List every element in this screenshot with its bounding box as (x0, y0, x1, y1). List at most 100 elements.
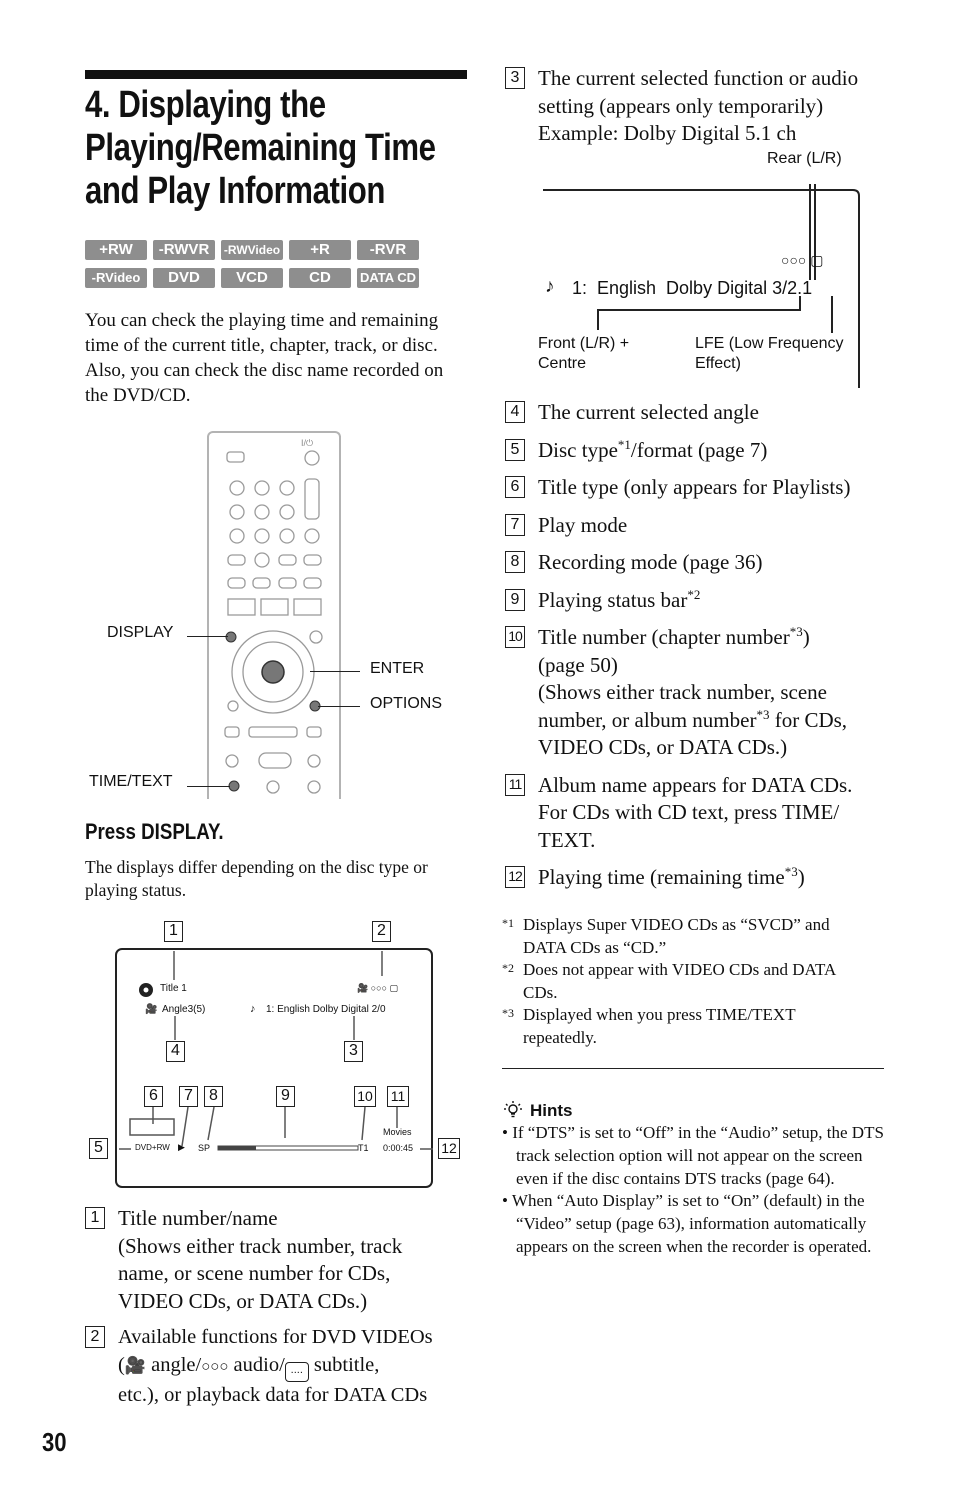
badge-minus-r-video: -RVideo (85, 268, 147, 288)
item-number: 11 (505, 773, 525, 796)
footnote-1: *1 Displays Super VIDEO CDs as “SVCD” an… (502, 915, 830, 957)
hint-item: • If “DTS” is set to “Off” in the “Audio… (502, 1123, 884, 1188)
badge-vcd: VCD (221, 268, 283, 288)
page-title-line-3: and Play Information (85, 170, 385, 212)
audio-diagram-lines (543, 184, 860, 388)
rear-label: Rear (L/R) (767, 150, 842, 167)
list-item-text: (Shows either track number, track (118, 1233, 403, 1258)
list-item-4: 4 The current selected angle (505, 399, 895, 427)
osd-callout-5: 5 (89, 1138, 108, 1159)
badge-minus-rw-video: -RWVideo (221, 240, 283, 260)
item-number: 8 (505, 551, 525, 573)
music-note-icon: ♪ (545, 276, 555, 297)
list-item-12: 12 Playing time (remaining time*3) (505, 864, 895, 892)
audio-icon: ○○○ (201, 1357, 229, 1375)
badge-cd: CD (289, 268, 351, 288)
list-item-10: 10 Title number (chapter number*3) (page… (505, 624, 895, 762)
hint-item: • When “Auto Display” is set to “On” (de… (502, 1191, 872, 1256)
audio-track-display: 1: English Dolby Digital 3/2.1 (572, 278, 813, 298)
list-item-1: 1 Title number/name (Shows either track … (85, 1205, 465, 1315)
osd-callout-2: 2 (372, 921, 391, 942)
badge-plus-r: +R (289, 240, 351, 260)
list-item-text: Available functions for DVD VIDEOs (118, 1326, 433, 1348)
osd-callout-1: 1 (164, 921, 183, 942)
enter-callout: ENTER (370, 660, 425, 677)
list-item-2: 2 Available functions for DVD VIDEOs (🎥 … (85, 1324, 465, 1409)
options-leader (318, 706, 360, 707)
page-title-line-1: 4. Displaying the (85, 84, 326, 126)
osd-callout-3: 3 (344, 1041, 363, 1062)
item-number: 12 (505, 866, 525, 888)
osd-function-icons: 🎥 ○○○ ▢ (357, 983, 399, 993)
list-item-text: VIDEO CDs, or DATA CDs.) (118, 1288, 368, 1313)
osd-title-number: T1 (358, 1143, 369, 1153)
footnote-2: *2 Does not appear with VIDEO CDs and DA… (502, 960, 837, 1002)
list-item-text: name, or scene number for CDs, (118, 1261, 391, 1285)
footnotes: *1 Displays Super VIDEO CDs as “SVCD” an… (502, 914, 892, 1049)
list-item-text: Title number (chapter number*3) (page 50… (538, 624, 848, 759)
list-item-text: The current selected angle (538, 400, 759, 424)
osd-album: Movies (383, 1127, 412, 1137)
subtitle-icon: .... (284, 1361, 309, 1382)
lightbulb-icon (504, 1101, 522, 1118)
osd-disc-type: DVD+RW (135, 1143, 170, 1152)
angle-icon: 🎥 (124, 1355, 146, 1375)
music-note-icon: ♪ (250, 1003, 256, 1015)
list-item-9: 9 Playing status bar*2 (505, 587, 895, 615)
list-item-text: Playing status bar*2 (538, 586, 701, 612)
disc-badges: +RW -RWVR -RWVideo +R -RVR -RVideo DVD V… (85, 240, 430, 288)
list-item-3: 3 The current selected function or audio… (505, 65, 895, 148)
audio-subtitle-icons: ○○○ ▢ (781, 252, 824, 268)
osd-audio: 1: English Dolby Digital 2/0 (266, 1004, 386, 1015)
badge-minus-rw-vr: -RWVR (153, 240, 215, 260)
osd-callout-7: 7 (179, 1086, 198, 1107)
item-number: 6 (505, 476, 525, 498)
options-callout: OPTIONS (370, 695, 443, 712)
hints-list: • If “DTS” is set to “Off” in the “Audio… (502, 1122, 884, 1259)
angle-icon: 🎥 (145, 1004, 158, 1015)
list-item-8: 8 Recording mode (page 36) (505, 549, 895, 577)
page-title: 4. Displaying the Playing/Remaining Time… (85, 84, 462, 213)
item-number: 4 (505, 401, 525, 423)
list-item-text: Playing time (remaining time*3) (538, 864, 805, 889)
press-display-heading: Press DISPLAY. (85, 819, 224, 844)
display-leader (187, 636, 228, 637)
badge-plus-rw: +RW (85, 240, 147, 260)
list-item-6: 6 Title type (only appears for Playlists… (505, 474, 895, 502)
list-item-text: Play mode (538, 512, 628, 537)
list-item-5: 5 Disc type*1/format (page 7) (505, 437, 895, 465)
time-text-callout: TIME/TEXT (89, 773, 173, 790)
list-item-text: setting (appears only temporarily) (538, 93, 824, 118)
list-item-text: The current selected function or audio (538, 66, 859, 90)
osd-angle: Angle3(5) (162, 1004, 206, 1015)
item-number: 10 (505, 626, 525, 648)
item-number: 7 (505, 513, 525, 536)
list-item-text: Example: Dolby Digital 5.1 ch (538, 121, 797, 145)
list-item-text: Disc type*1/format (page 7) (538, 436, 768, 462)
badge-data-cd: DATA CD (357, 268, 419, 288)
power-label: I/⏻ (301, 438, 314, 448)
osd-time: 0:00:45 (383, 1143, 414, 1153)
front-label: Front (L/R) + Centre (538, 335, 630, 372)
osd-callout-10: 10 (354, 1086, 376, 1107)
left-list: 1 Title number/name (Shows either track … (85, 1205, 465, 1409)
osd-callout-11: 11 (387, 1086, 409, 1107)
item-number: 9 (505, 588, 525, 611)
page-number: 30 (42, 1427, 67, 1457)
hints-divider (502, 1068, 884, 1069)
lfe-label: LFE (Low Frequency Effect) (695, 335, 844, 372)
intro-paragraph: You can check the playing time and remai… (85, 310, 444, 406)
list-item-7: 7 Play mode (505, 512, 895, 540)
osd-callout-9: 9 (276, 1086, 295, 1107)
enter-leader (310, 671, 360, 672)
osd-title: Title 1 (160, 983, 187, 994)
osd-callout-4: 4 (166, 1041, 185, 1062)
list-item-text-icons: (🎥 angle/○○○ audio/.... subtitle, (118, 1352, 433, 1382)
item-number: 2 (85, 1326, 105, 1348)
list-item-text: Title type (only appears for Playlists) (538, 475, 851, 499)
osd-callout-8: 8 (204, 1086, 223, 1107)
osd-leader-lines (119, 951, 433, 1151)
title-rule (85, 70, 467, 79)
right-list: 4 The current selected angle 5 Disc type… (505, 399, 895, 892)
